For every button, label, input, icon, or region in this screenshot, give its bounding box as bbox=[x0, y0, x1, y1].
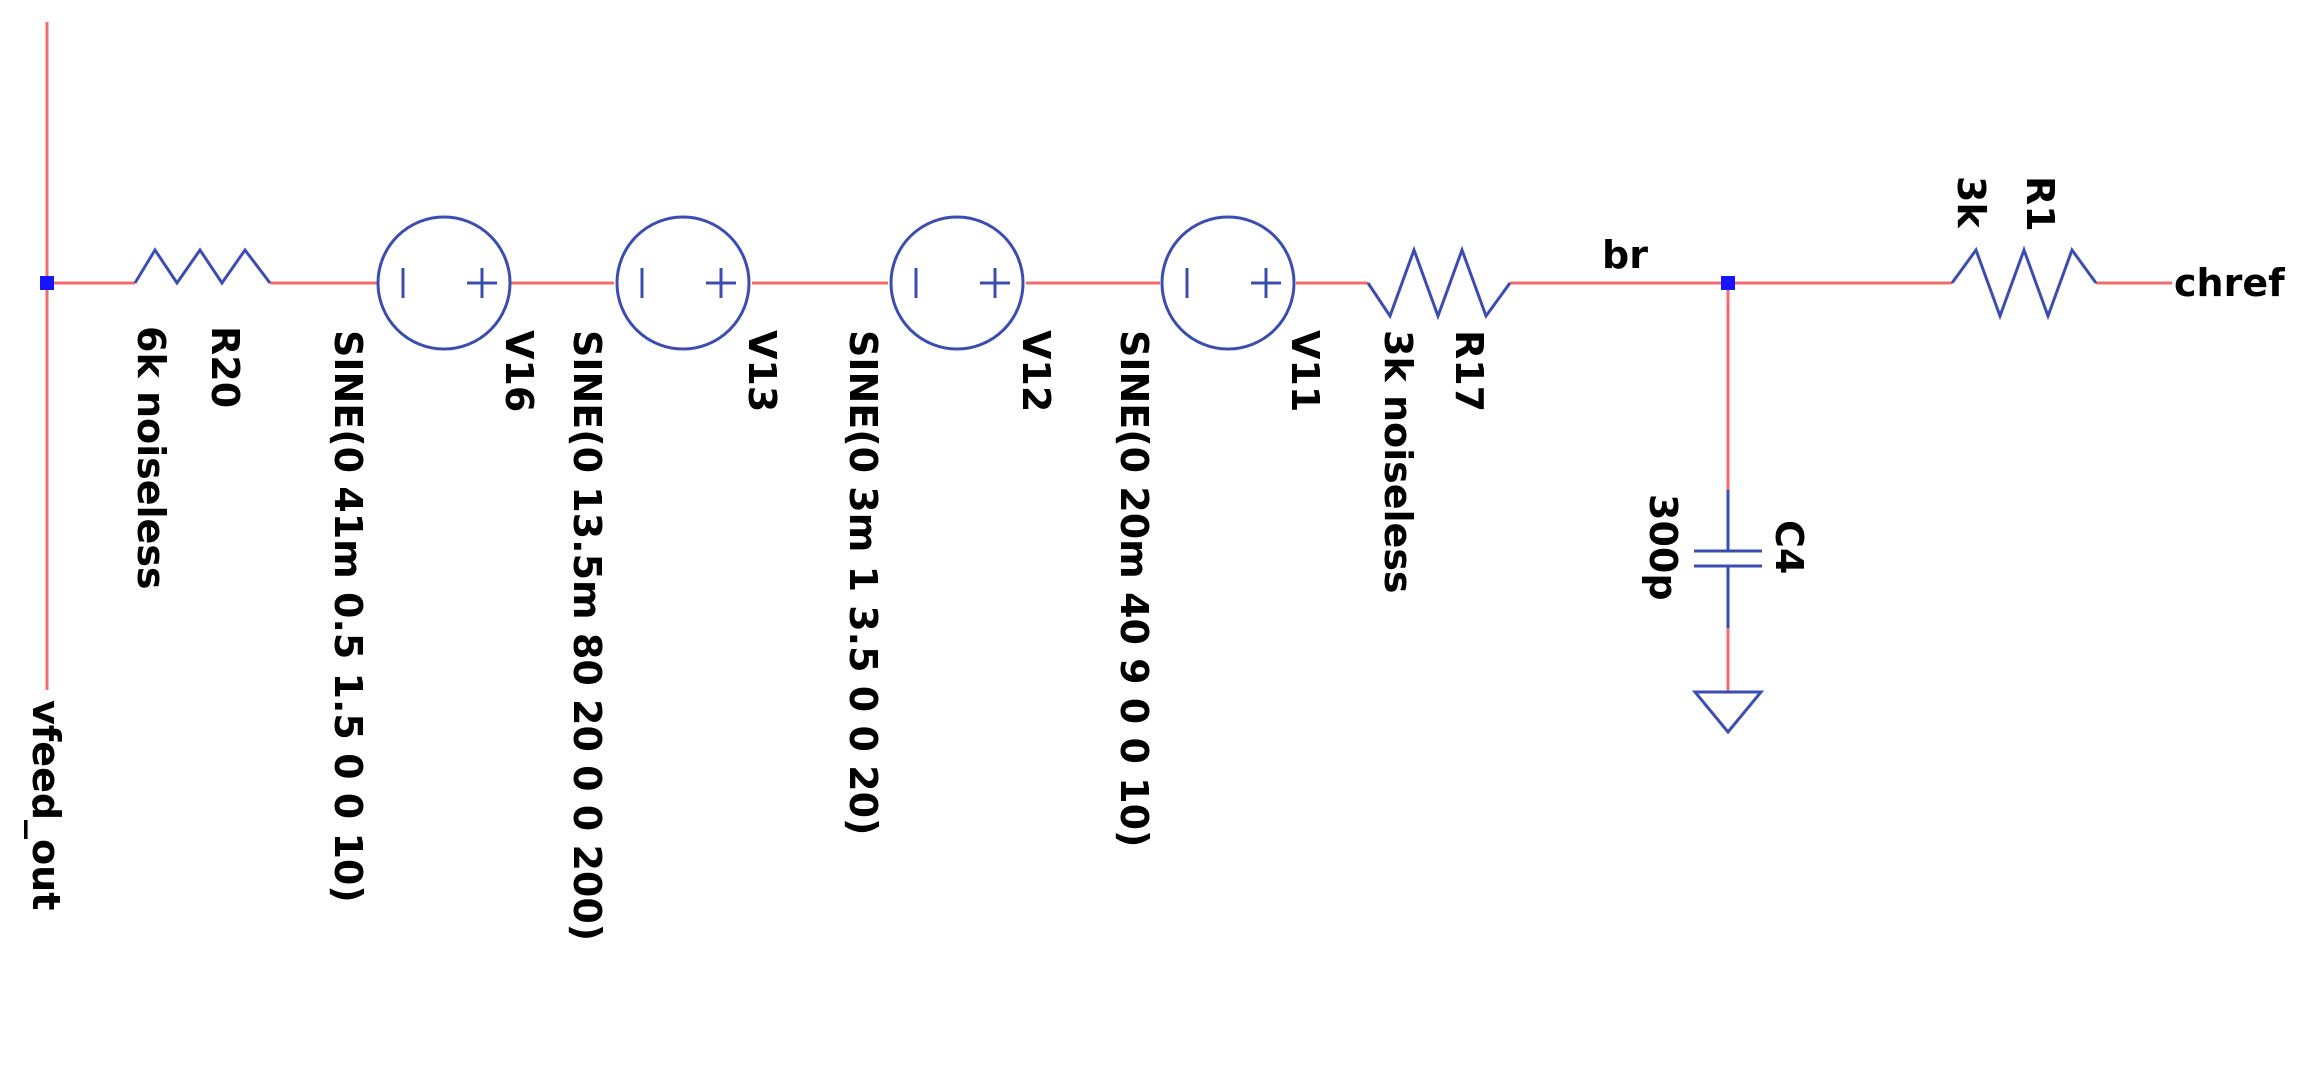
junction-dot-br bbox=[1721, 276, 1735, 290]
c4-value-label: 300p bbox=[1641, 494, 1685, 601]
r1-value-label: 3k bbox=[1949, 176, 1993, 228]
voltage-source-v16[interactable] bbox=[376, 215, 512, 351]
v11-ref-label: V11 bbox=[1283, 330, 1327, 412]
r20-ref-label: R20 bbox=[203, 326, 247, 408]
voltage-source-v12[interactable] bbox=[889, 215, 1025, 351]
net-label-br: br bbox=[1602, 233, 1648, 277]
junction-dot-left bbox=[40, 276, 54, 290]
resistor-r1-symbol bbox=[1950, 245, 2098, 321]
net-label-vfeed-out: vfeed_out bbox=[24, 700, 68, 910]
v11-value-label: SINE(0 20m 40 9 0 0 10) bbox=[1112, 330, 1156, 847]
voltage-source-v11-symbol bbox=[1160, 215, 1296, 351]
voltage-source-v16-symbol bbox=[376, 215, 512, 351]
r1-ref-label: R1 bbox=[2018, 176, 2062, 232]
resistor-r17[interactable] bbox=[1366, 245, 1512, 321]
resistor-r20-symbol bbox=[133, 247, 272, 286]
resistor-r17-symbol bbox=[1366, 245, 1512, 321]
net-label-chref: chref bbox=[2174, 261, 2285, 305]
v12-value-label: SINE(0 3m 1 3.5 0 0 20) bbox=[841, 330, 885, 835]
voltage-source-v12-symbol bbox=[889, 215, 1025, 351]
v12-ref-label: V12 bbox=[1014, 330, 1058, 412]
resistor-r1[interactable] bbox=[1950, 245, 2098, 321]
voltage-source-v11[interactable] bbox=[1160, 215, 1296, 351]
v16-value-label: SINE(0 41m 0.5 1.5 0 0 10) bbox=[326, 330, 370, 903]
v13-ref-label: V13 bbox=[740, 330, 784, 412]
r20-value-label: 6k noiseless bbox=[129, 326, 173, 590]
ground-icon bbox=[1691, 690, 1765, 735]
voltage-source-v13[interactable] bbox=[615, 215, 751, 351]
capacitor-c4[interactable] bbox=[1694, 490, 1762, 628]
voltage-source-v13-symbol bbox=[615, 215, 751, 351]
r17-ref-label: R17 bbox=[1447, 330, 1491, 412]
resistor-r20[interactable] bbox=[133, 247, 272, 286]
v13-value-label: SINE(0 13.5m 80 20 0 0 200) bbox=[565, 330, 609, 941]
v16-ref-label: V16 bbox=[497, 330, 541, 412]
c4-ref-label: C4 bbox=[1767, 520, 1811, 574]
r17-value-label: 3k noiseless bbox=[1376, 330, 1420, 594]
